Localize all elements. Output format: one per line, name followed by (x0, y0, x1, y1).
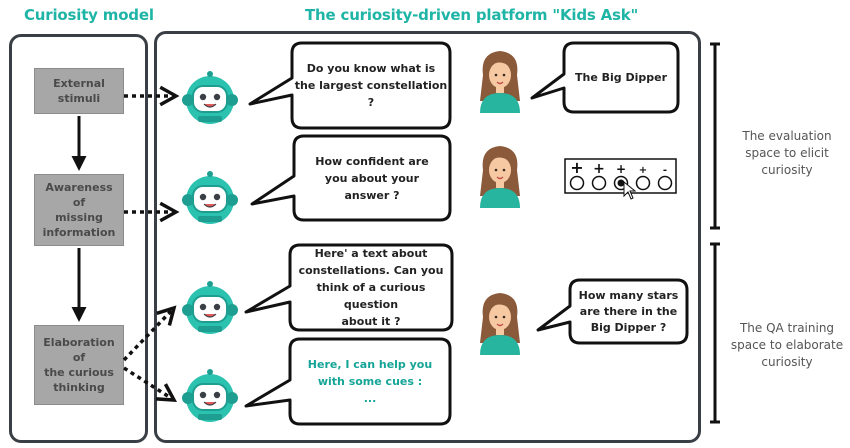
robot-bubble-2 (250, 134, 452, 222)
scale-option-selected-dot (617, 179, 625, 187)
robot-bubble-3-text: Here' a text about constellations. Can y… (298, 247, 444, 328)
robot-bubble-1-text: Do you know what is the largest constell… (294, 62, 448, 109)
scale-symbol: + (593, 161, 605, 177)
scale-option-radio[interactable] (591, 175, 607, 191)
robot-icon (181, 170, 239, 225)
step-external-stimuli: External stimuli (34, 68, 124, 114)
child-bubble-2-text: How many stars are there in the Big Dipp… (578, 288, 679, 334)
robot-bubble-2-text: How confident are you about your answer … (315, 154, 429, 202)
scale-symbol: - (663, 165, 667, 176)
scale-option-radio[interactable] (569, 175, 585, 191)
robot-bubble-1 (248, 41, 452, 130)
scale-option-radio[interactable] (635, 175, 651, 191)
step-label: External stimuli (53, 77, 105, 105)
child-bubble-1 (530, 41, 680, 114)
cursor-icon (623, 180, 637, 200)
scale-symbol: + (570, 158, 583, 177)
step-elaboration: Elaboration of the curious thinking (34, 325, 124, 405)
curiosity-model-panel (9, 34, 148, 443)
girl-icon (479, 50, 521, 114)
robot-bubble-4 (244, 337, 452, 426)
platform-heading: The curiosity-driven platform "Kids Ask" (305, 6, 639, 24)
step-label: Elaboration of the curious thinking (43, 336, 115, 394)
girl-icon (479, 292, 521, 356)
step-awareness: Awareness of missing information (34, 174, 124, 246)
qa-training-space-label: The QA training space to elaborate curio… (730, 321, 844, 369)
step-label: Awareness of missing information (42, 181, 116, 239)
child-bubble-1-text: The Big Dipper (574, 71, 668, 84)
scale-symbol: + (616, 162, 626, 176)
qa-training-bracket (710, 242, 720, 424)
robot-icon (181, 70, 239, 125)
robot-icon (181, 280, 239, 335)
girl-icon (479, 145, 521, 209)
scale-symbol: + (639, 165, 647, 176)
robot-bubble-3 (244, 243, 454, 332)
child-bubble-2 (536, 278, 689, 345)
platform-panel (154, 31, 701, 443)
scale-option-radio[interactable] (657, 175, 673, 191)
robot-icon (181, 368, 239, 423)
robot-bubble-4-text: Here, I can help you with some cues : ..… (307, 358, 433, 405)
evaluation-bracket (710, 42, 720, 230)
curiosity-model-heading: Curiosity model (24, 6, 154, 24)
confidence-scale: + + + + - (564, 158, 677, 200)
evaluation-space-label: The evaluation space to elicit curiosity (742, 129, 832, 177)
